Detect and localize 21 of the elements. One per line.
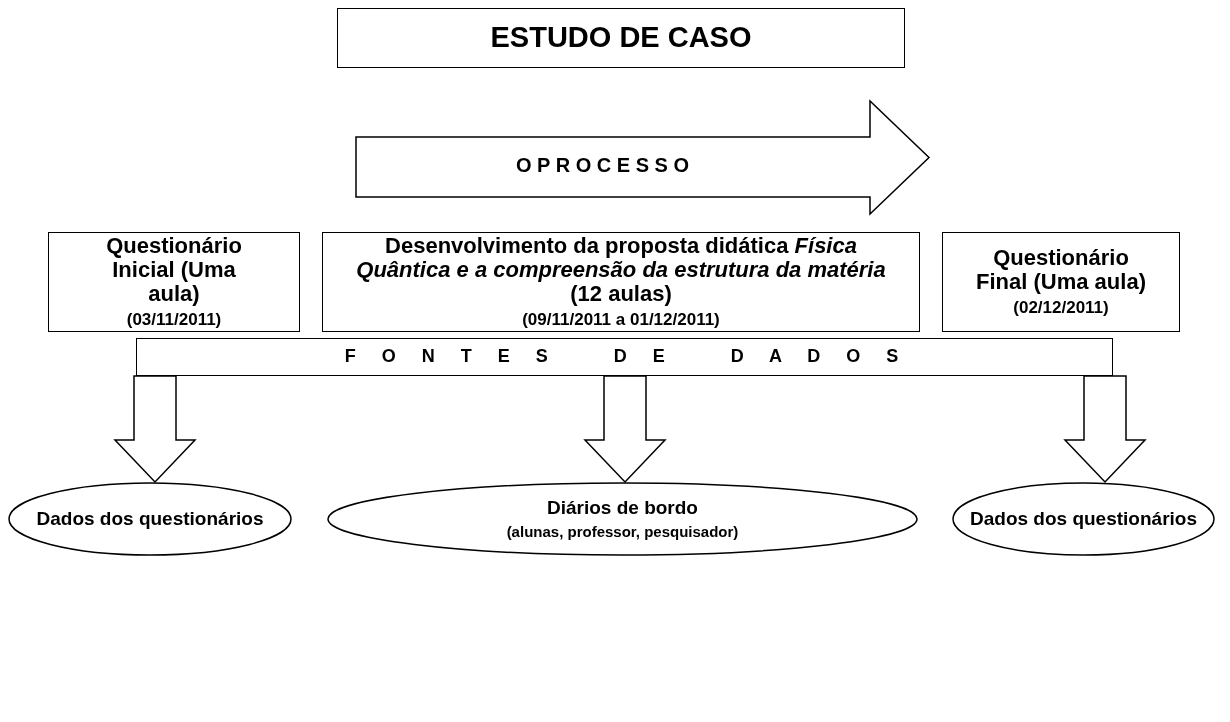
node-label: Dados dos questionários [36,508,264,530]
node-label: Questionário Inicial (Uma aula) [105,233,243,307]
block-arrow [583,375,667,484]
node-label: Dados dos questionários [970,508,1197,530]
node-label: Desenvolvimento da proposta didática Física Quântica e a compreensão da estrutura da matéria (12 aulas) [355,233,887,307]
block-arrow [1063,375,1147,484]
stage-box [322,232,920,332]
node-sublabel: (alunas, professor, pesquisador) [506,523,739,541]
node-label: O P R O C E S S O [516,153,689,176]
data-sources-box [136,338,1113,376]
node-sublabel: (09/11/2011 a 01/12/2011) [522,311,720,331]
block-arrow [113,375,197,484]
node-label: F O N T E S D E D A D O S [344,347,905,367]
node-label: ESTUDO DE CASO [490,22,752,54]
node-label: Diários de bordo [547,497,698,519]
node-label: Questionário Final (Uma aula) [975,245,1147,295]
node-sublabel: (03/11/2011) [126,311,222,331]
stage-box [48,232,300,332]
node-sublabel: (02/12/2011) [1013,299,1109,319]
title-box [337,8,905,68]
stage-box [942,232,1180,332]
